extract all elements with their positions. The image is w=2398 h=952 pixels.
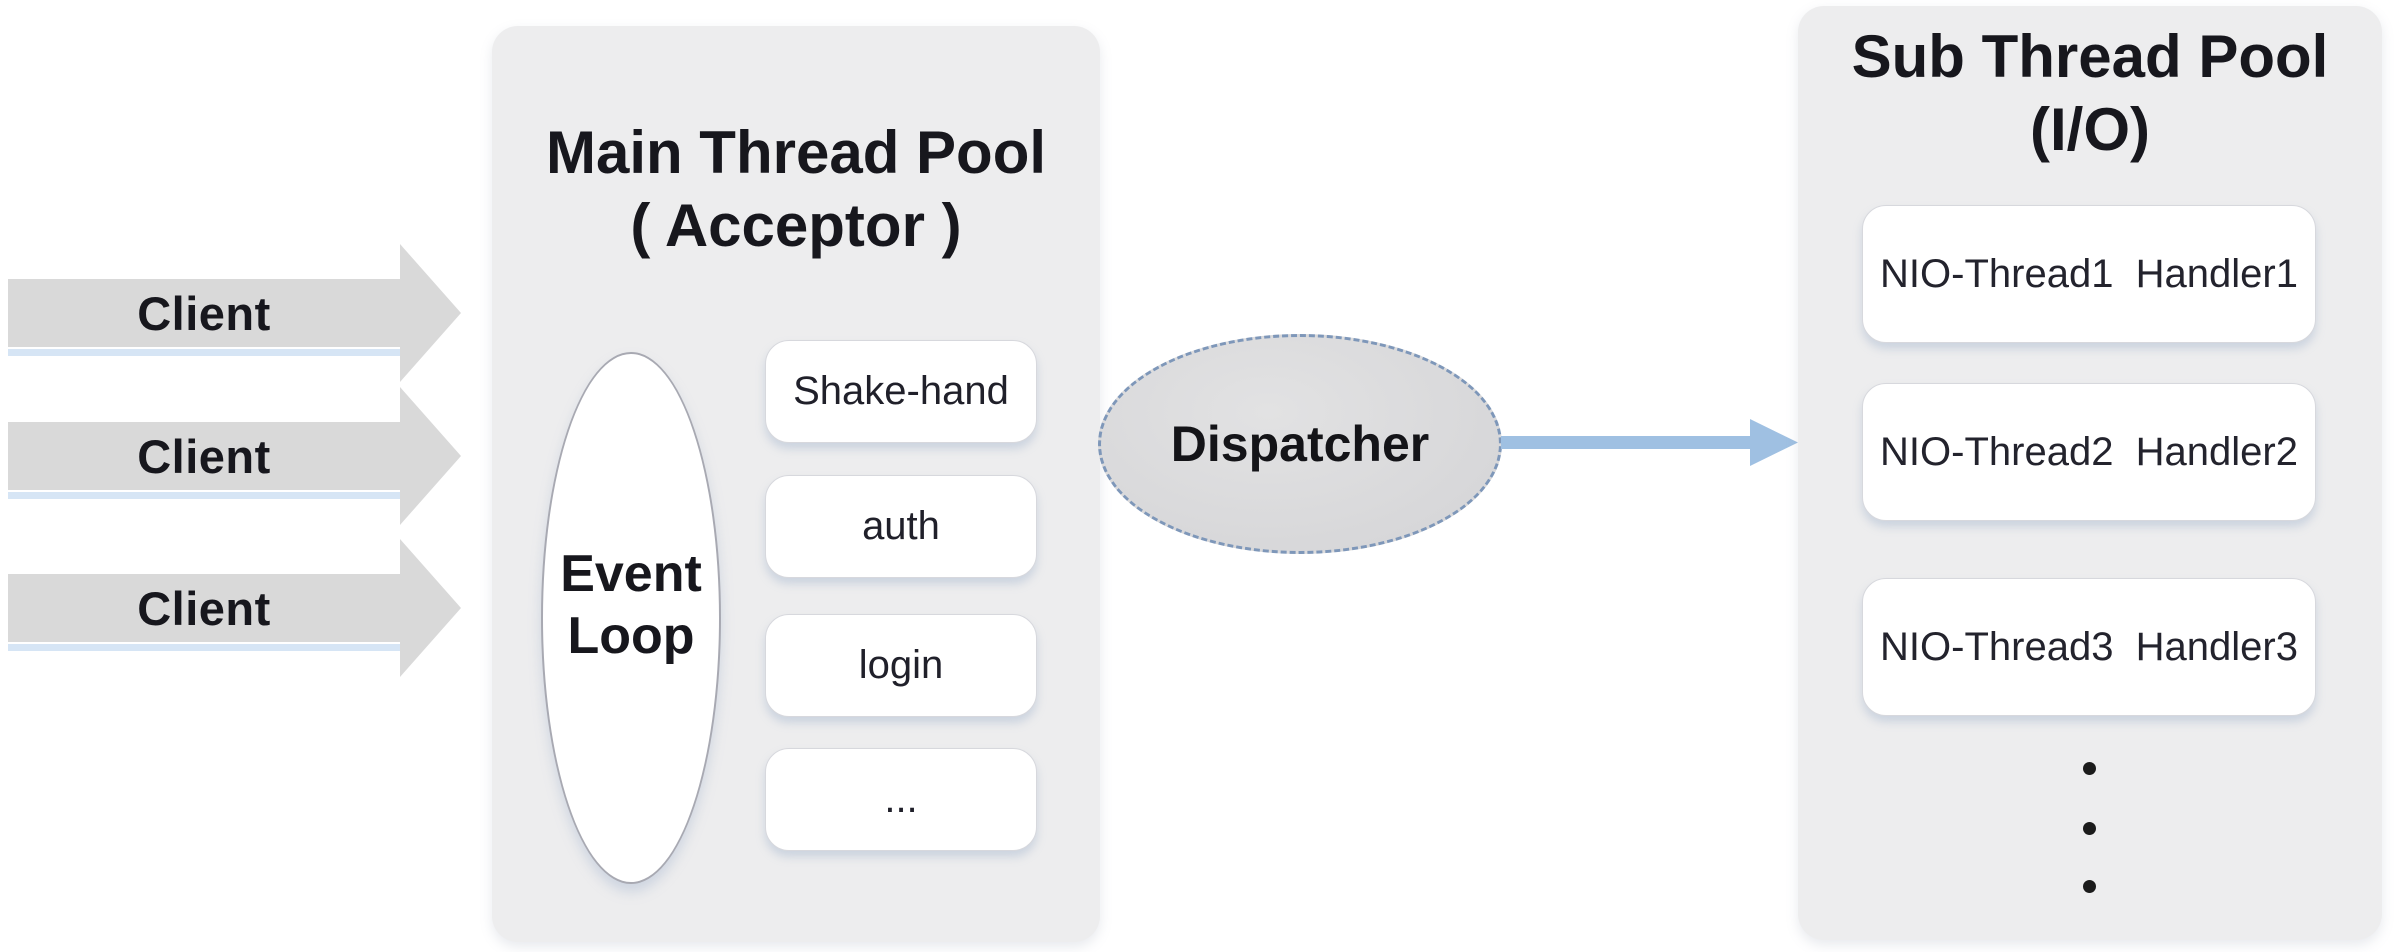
sub-thread-pool-panel: Sub Thread Pool (I/O) NIO-Thread1 Handle… (1798, 6, 2382, 940)
thread-label: NIO-Thread3 Handler3 (1880, 624, 2298, 669)
client-arrow-2: Client (8, 386, 463, 526)
client-arrow-3: Client (8, 538, 463, 678)
ellipsis-dot (2083, 822, 2096, 835)
client-label: Client (137, 429, 271, 483)
ellipsis-dot (2083, 762, 2096, 775)
step-box-auth: auth (765, 475, 1037, 578)
client-arrow-1: Client (8, 243, 463, 383)
right-arrow-icon (8, 244, 461, 382)
step-label: ... (884, 777, 918, 821)
dispatcher-label: Dispatcher (1170, 416, 1430, 472)
dispatch-arrow-icon (1501, 419, 1798, 466)
thread-box-3: NIO-Thread3 Handler3 (1862, 578, 2316, 716)
sub-thread-pool-title: Sub Thread Pool (I/O) (1798, 20, 2382, 166)
thread-label: NIO-Thread1 Handler1 (1880, 251, 2298, 296)
event-loop-label: Event Loop (560, 543, 702, 693)
thread-box-2: NIO-Thread2 Handler2 (1862, 383, 2316, 521)
step-box-shake-hand: Shake-hand (765, 340, 1037, 443)
sub-thread-pool-title-line1: Sub Thread Pool (1851, 23, 2329, 90)
event-loop-label-line2: Loop (567, 607, 695, 665)
right-arrow-icon (8, 539, 461, 677)
right-arrow-icon (8, 387, 461, 525)
step-label: auth (862, 504, 940, 548)
event-loop-node: Event Loop (541, 352, 721, 884)
client-label: Client (137, 286, 271, 340)
thread-label: NIO-Thread2 Handler2 (1880, 429, 2298, 474)
step-label: Shake-hand (793, 369, 1009, 413)
step-box-login: login (765, 614, 1037, 717)
main-thread-pool-title-line1: Main Thread Pool (545, 119, 1047, 186)
ellipsis-dot (2083, 880, 2096, 893)
main-thread-pool-panel: Main Thread Pool ( Acceptor ) Event Loop… (492, 26, 1100, 942)
client-label: Client (137, 581, 271, 635)
event-loop-label-line1: Event (560, 545, 702, 603)
step-box-ellipsis: ... (765, 748, 1037, 851)
dispatcher-node: Dispatcher (1098, 334, 1502, 554)
main-thread-pool-title-line2: ( Acceptor ) (630, 192, 962, 259)
thread-box-1: NIO-Thread1 Handler1 (1862, 205, 2316, 343)
step-label: login (858, 643, 944, 687)
sub-thread-pool-title-line2: (I/O) (2030, 96, 2150, 163)
main-thread-pool-title: Main Thread Pool ( Acceptor ) (492, 116, 1100, 262)
